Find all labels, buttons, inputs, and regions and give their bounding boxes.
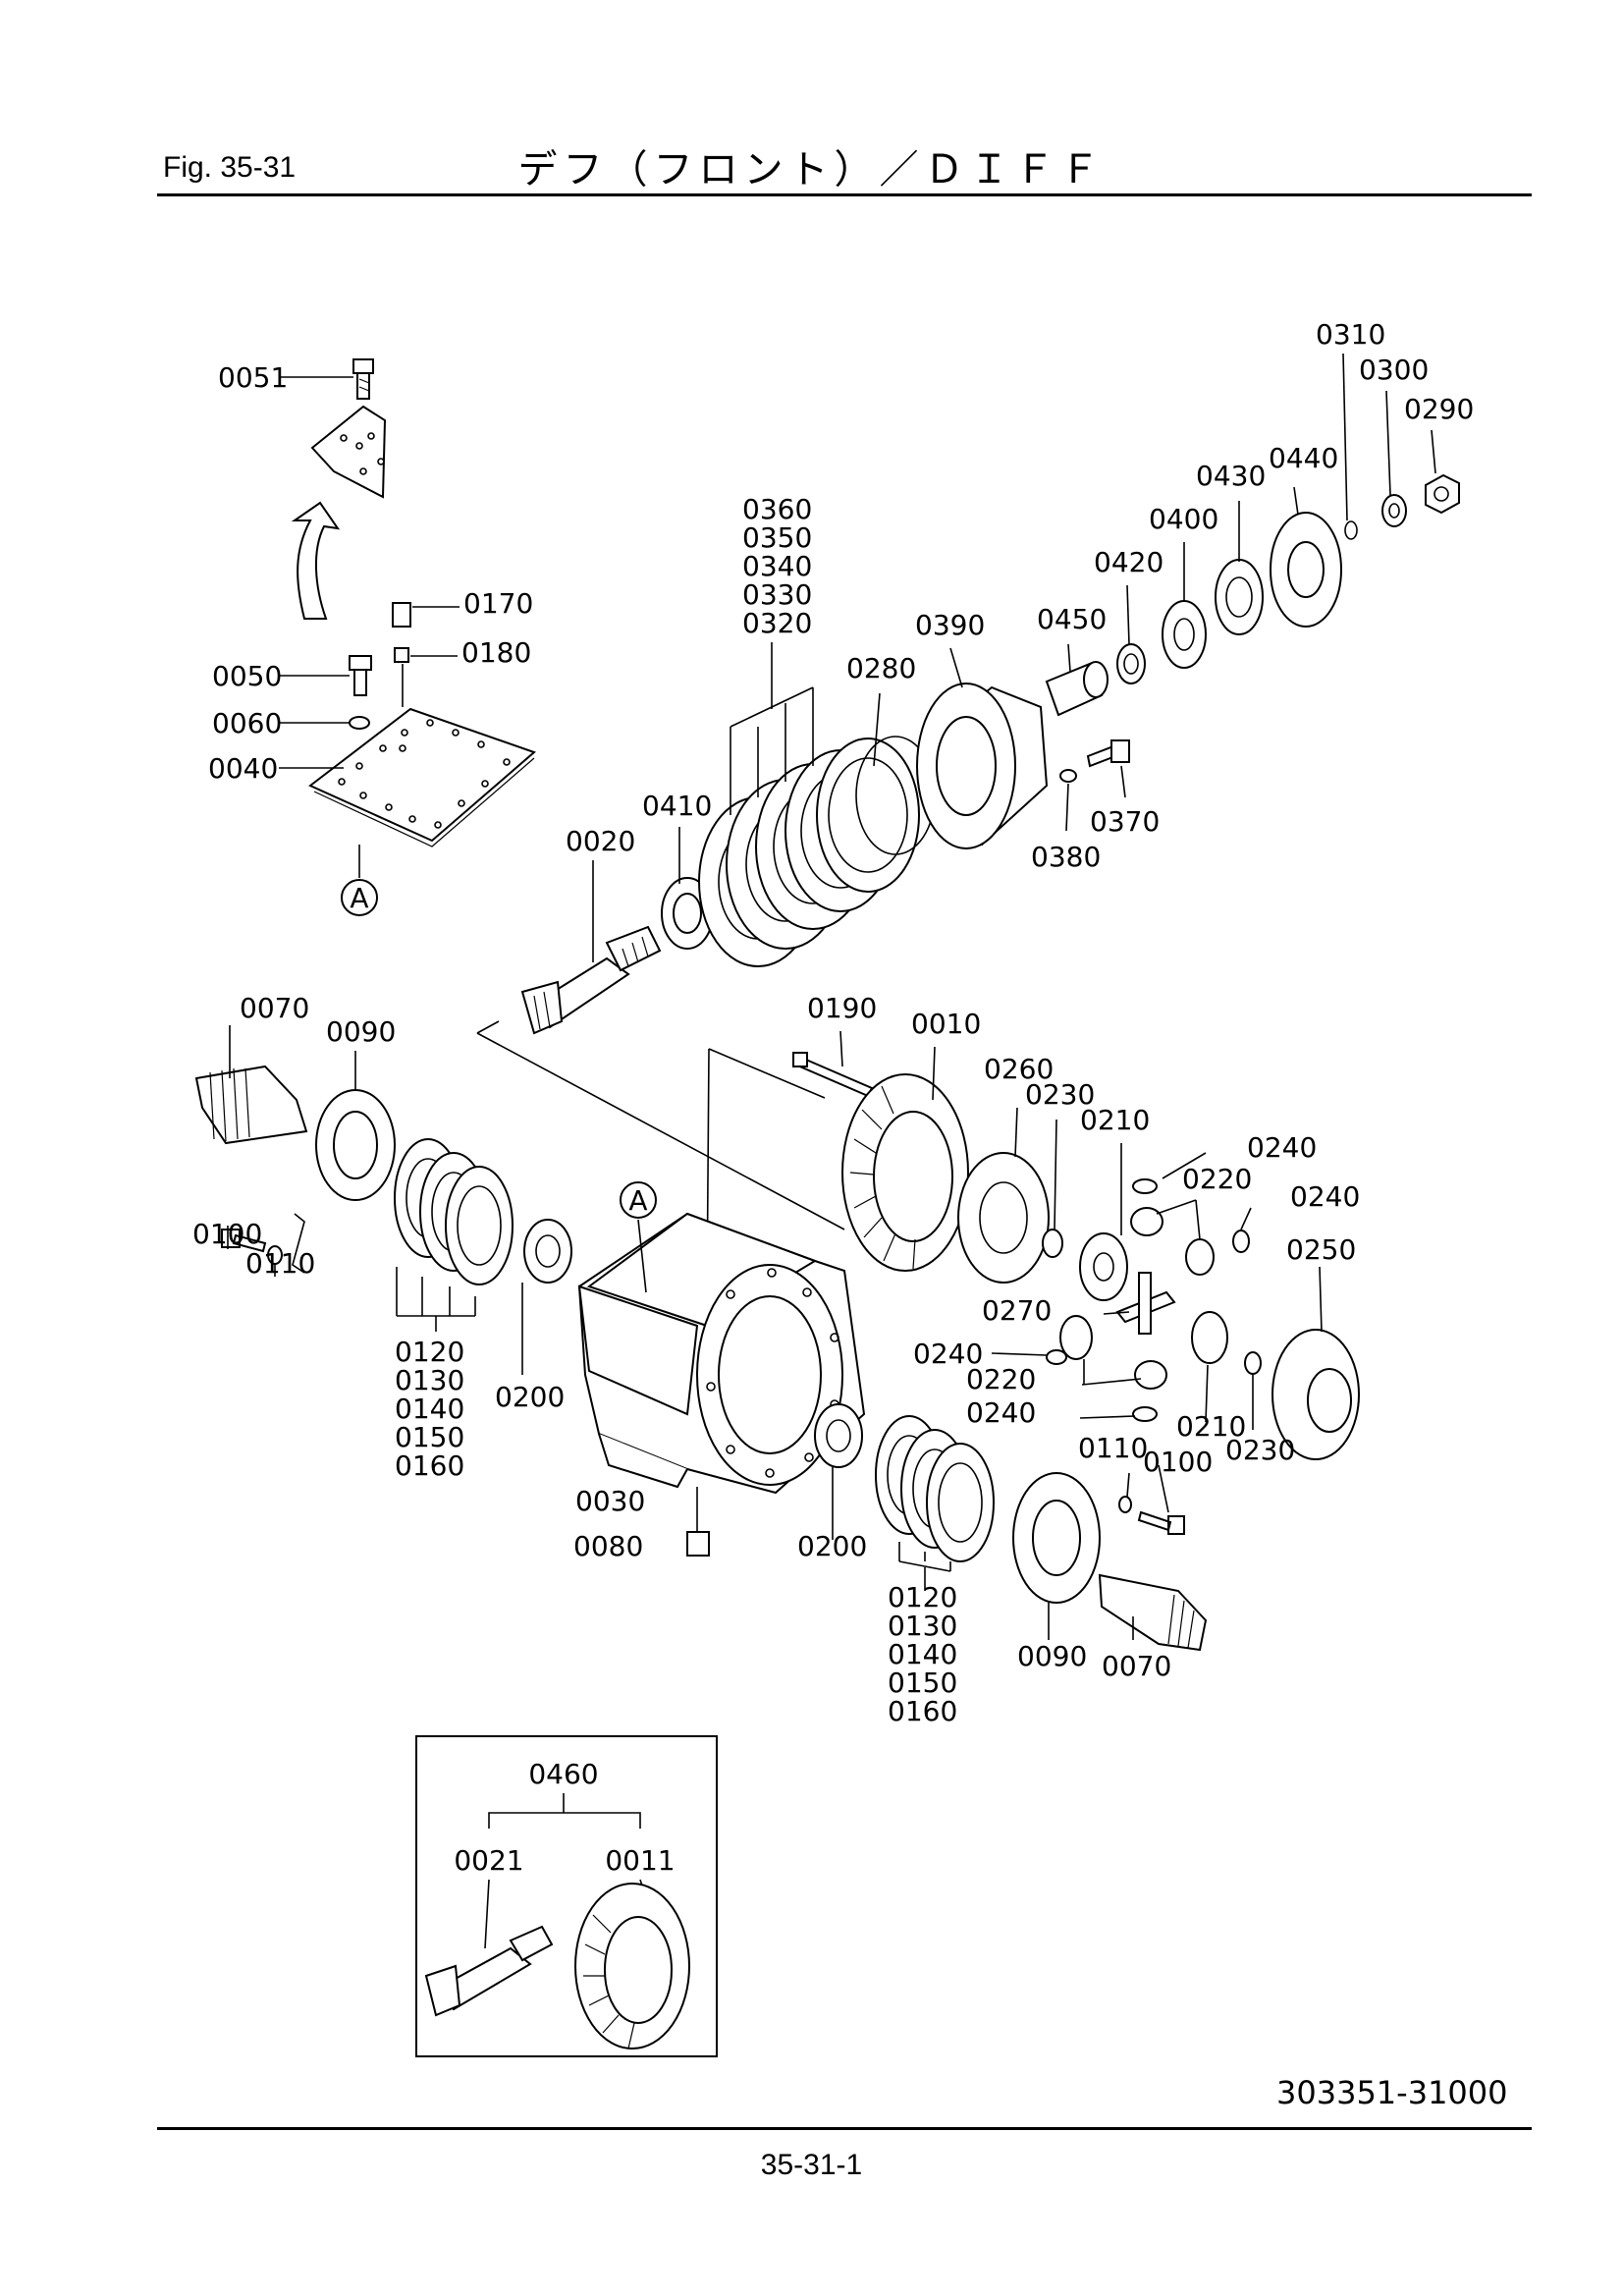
label-0110-right: 0110 [1078,1432,1148,1464]
label-0400: 0400 [1149,503,1218,535]
label-0450: 0450 [1037,603,1107,635]
label-0090-left: 0090 [326,1015,396,1048]
label-0051: 0051 [218,361,288,394]
label-0270: 0270 [982,1294,1052,1327]
label-0010: 0010 [911,1008,981,1040]
inset-right-label: 0011 [605,1844,675,1877]
inset-group-label: 0460 [528,1758,598,1790]
label-0420: 0420 [1094,546,1163,578]
label-0150-left: 0150 [395,1421,464,1453]
label-0200-right: 0200 [797,1530,867,1562]
page-number: 35-31-1 [760,2149,863,2181]
label-0330: 0330 [742,578,812,611]
label-0100-right: 0100 [1143,1446,1213,1478]
label-0350: 0350 [742,521,812,554]
cover-plate-detail: A [279,358,536,916]
label-0260: 0260 [984,1053,1054,1085]
label-0040: 0040 [208,752,278,785]
label-0120-left: 0120 [395,1336,464,1368]
label-0290: 0290 [1404,393,1474,425]
label-0080: 0080 [573,1530,643,1562]
figure-number: Fig. 35-31 [163,151,297,184]
label-0370: 0370 [1090,805,1160,838]
page-title: デフ（フロント）／ＤＩＦＦ [517,147,1106,192]
inset-left-label: 0021 [454,1844,523,1877]
label-0150-right: 0150 [888,1667,957,1699]
footer-rule [157,2127,1532,2130]
label-0110-left: 0110 [245,1247,315,1280]
label-0020: 0020 [566,825,635,857]
label-0170: 0170 [463,587,533,620]
label-0160-left: 0160 [395,1449,464,1482]
label-0320: 0320 [742,607,812,639]
label-0390: 0390 [915,609,985,641]
diff-housing: A [476,1020,866,1557]
pinion-cage-group [520,353,1460,1035]
part-number-labels: 0051 0170 0180 0050 0060 0040 0360 0350 … [192,318,1474,1727]
svg-text:A: A [350,882,368,914]
inset-box: 0460 0021 0011 [415,1735,718,2057]
label-0230-top: 0230 [1025,1078,1095,1111]
label-0140-left: 0140 [395,1393,464,1425]
label-0310: 0310 [1316,318,1385,351]
label-0120-right: 0120 [888,1581,957,1613]
label-0050: 0050 [212,660,282,692]
label-0220-bottom: 0220 [966,1363,1036,1395]
label-0160-right: 0160 [888,1695,957,1727]
label-0210-top: 0210 [1080,1104,1150,1136]
label-0240-a: 0240 [1247,1131,1317,1164]
label-0100-left: 0100 [192,1218,262,1250]
drawing-code: 303351-31000 [1276,2074,1508,2111]
label-0090-right: 0090 [1017,1640,1087,1672]
header-rule [157,193,1532,196]
label-0130-left: 0130 [395,1364,464,1396]
label-0030: 0030 [575,1485,645,1517]
label-0360: 0360 [742,493,812,525]
label-0190: 0190 [807,992,877,1024]
label-0440: 0440 [1269,442,1338,474]
svg-text:A: A [628,1184,647,1217]
label-0140-right: 0140 [888,1638,957,1670]
label-0380: 0380 [1031,841,1101,873]
label-0060: 0060 [212,707,282,739]
label-0410: 0410 [642,790,712,822]
label-0180: 0180 [461,636,531,669]
detail-marker-a-top [341,879,378,916]
left-axle-group [194,1025,572,1375]
label-0300: 0300 [1359,354,1429,386]
right-axle-group [814,1403,1208,1652]
label-0240-d: 0240 [966,1396,1036,1429]
label-0210-bottom: 0210 [1176,1410,1246,1443]
label-0130-right: 0130 [888,1610,957,1642]
label-0250: 0250 [1286,1233,1356,1266]
detail-marker-a-housing [620,1181,657,1219]
label-0280: 0280 [846,652,916,684]
label-0240-c: 0240 [913,1338,983,1370]
label-0070-left: 0070 [240,992,309,1024]
label-0230-bottom: 0230 [1225,1434,1295,1466]
label-0240-b: 0240 [1290,1180,1360,1213]
label-0070-right: 0070 [1102,1650,1171,1682]
label-0340: 0340 [742,550,812,582]
label-0430: 0430 [1196,460,1266,492]
ring-gear-group [792,1030,1360,1460]
label-0200-left: 0200 [495,1381,565,1413]
label-0220-top: 0220 [1182,1163,1252,1195]
